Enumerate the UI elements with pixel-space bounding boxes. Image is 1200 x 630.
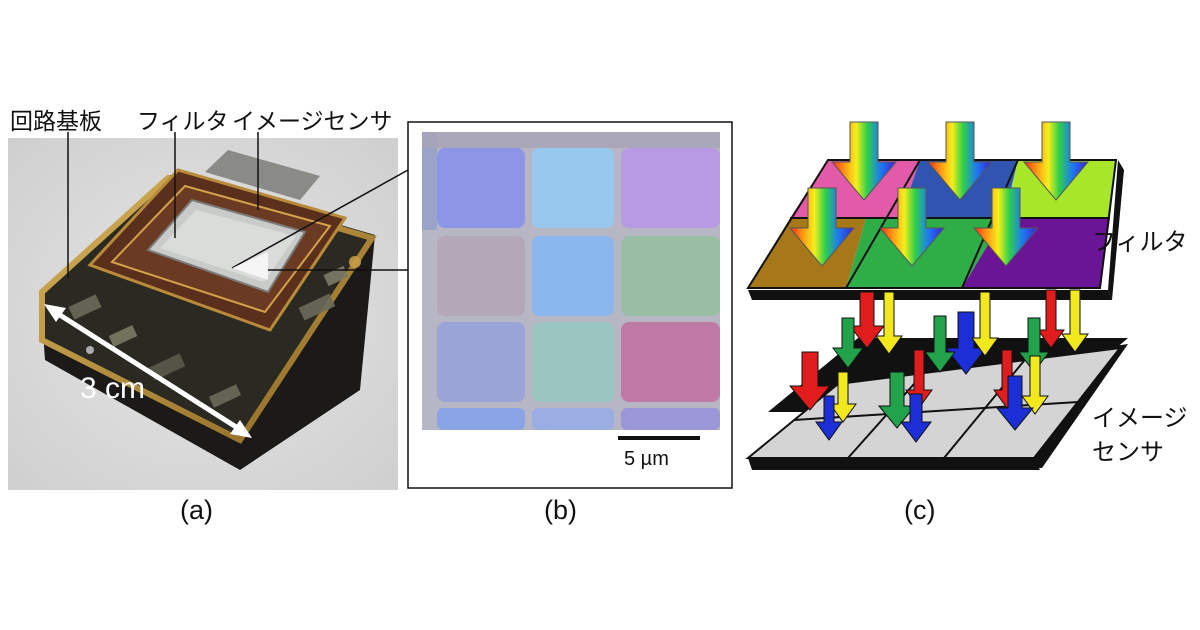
- label-sensor-c-line2: センサ: [1092, 438, 1164, 466]
- label-circuit-board: 回路基板: [10, 109, 102, 135]
- caption-a: (a): [180, 495, 213, 525]
- panel-a-photo: [8, 132, 398, 490]
- label-filter-c: フィルタ: [1092, 228, 1188, 256]
- transmitted-light-arrows: [788, 289, 1089, 443]
- panel-b-micrograph: [407, 121, 733, 489]
- label-image-sensor-a: イメージセンサ: [232, 109, 393, 135]
- label-filter-a: フィルタ: [137, 109, 229, 135]
- incoming-light-arrows: [788, 121, 1090, 267]
- scale-bar-label: 5 µm: [624, 448, 669, 470]
- label-sensor-c-line1: イメージ: [1092, 404, 1188, 432]
- panel-c-schematic: [745, 121, 1128, 470]
- dimension-label: 3 cm: [80, 372, 146, 405]
- caption-c: (c): [904, 495, 936, 525]
- caption-b: (b): [544, 495, 577, 525]
- zoom-callout: [231, 169, 409, 280]
